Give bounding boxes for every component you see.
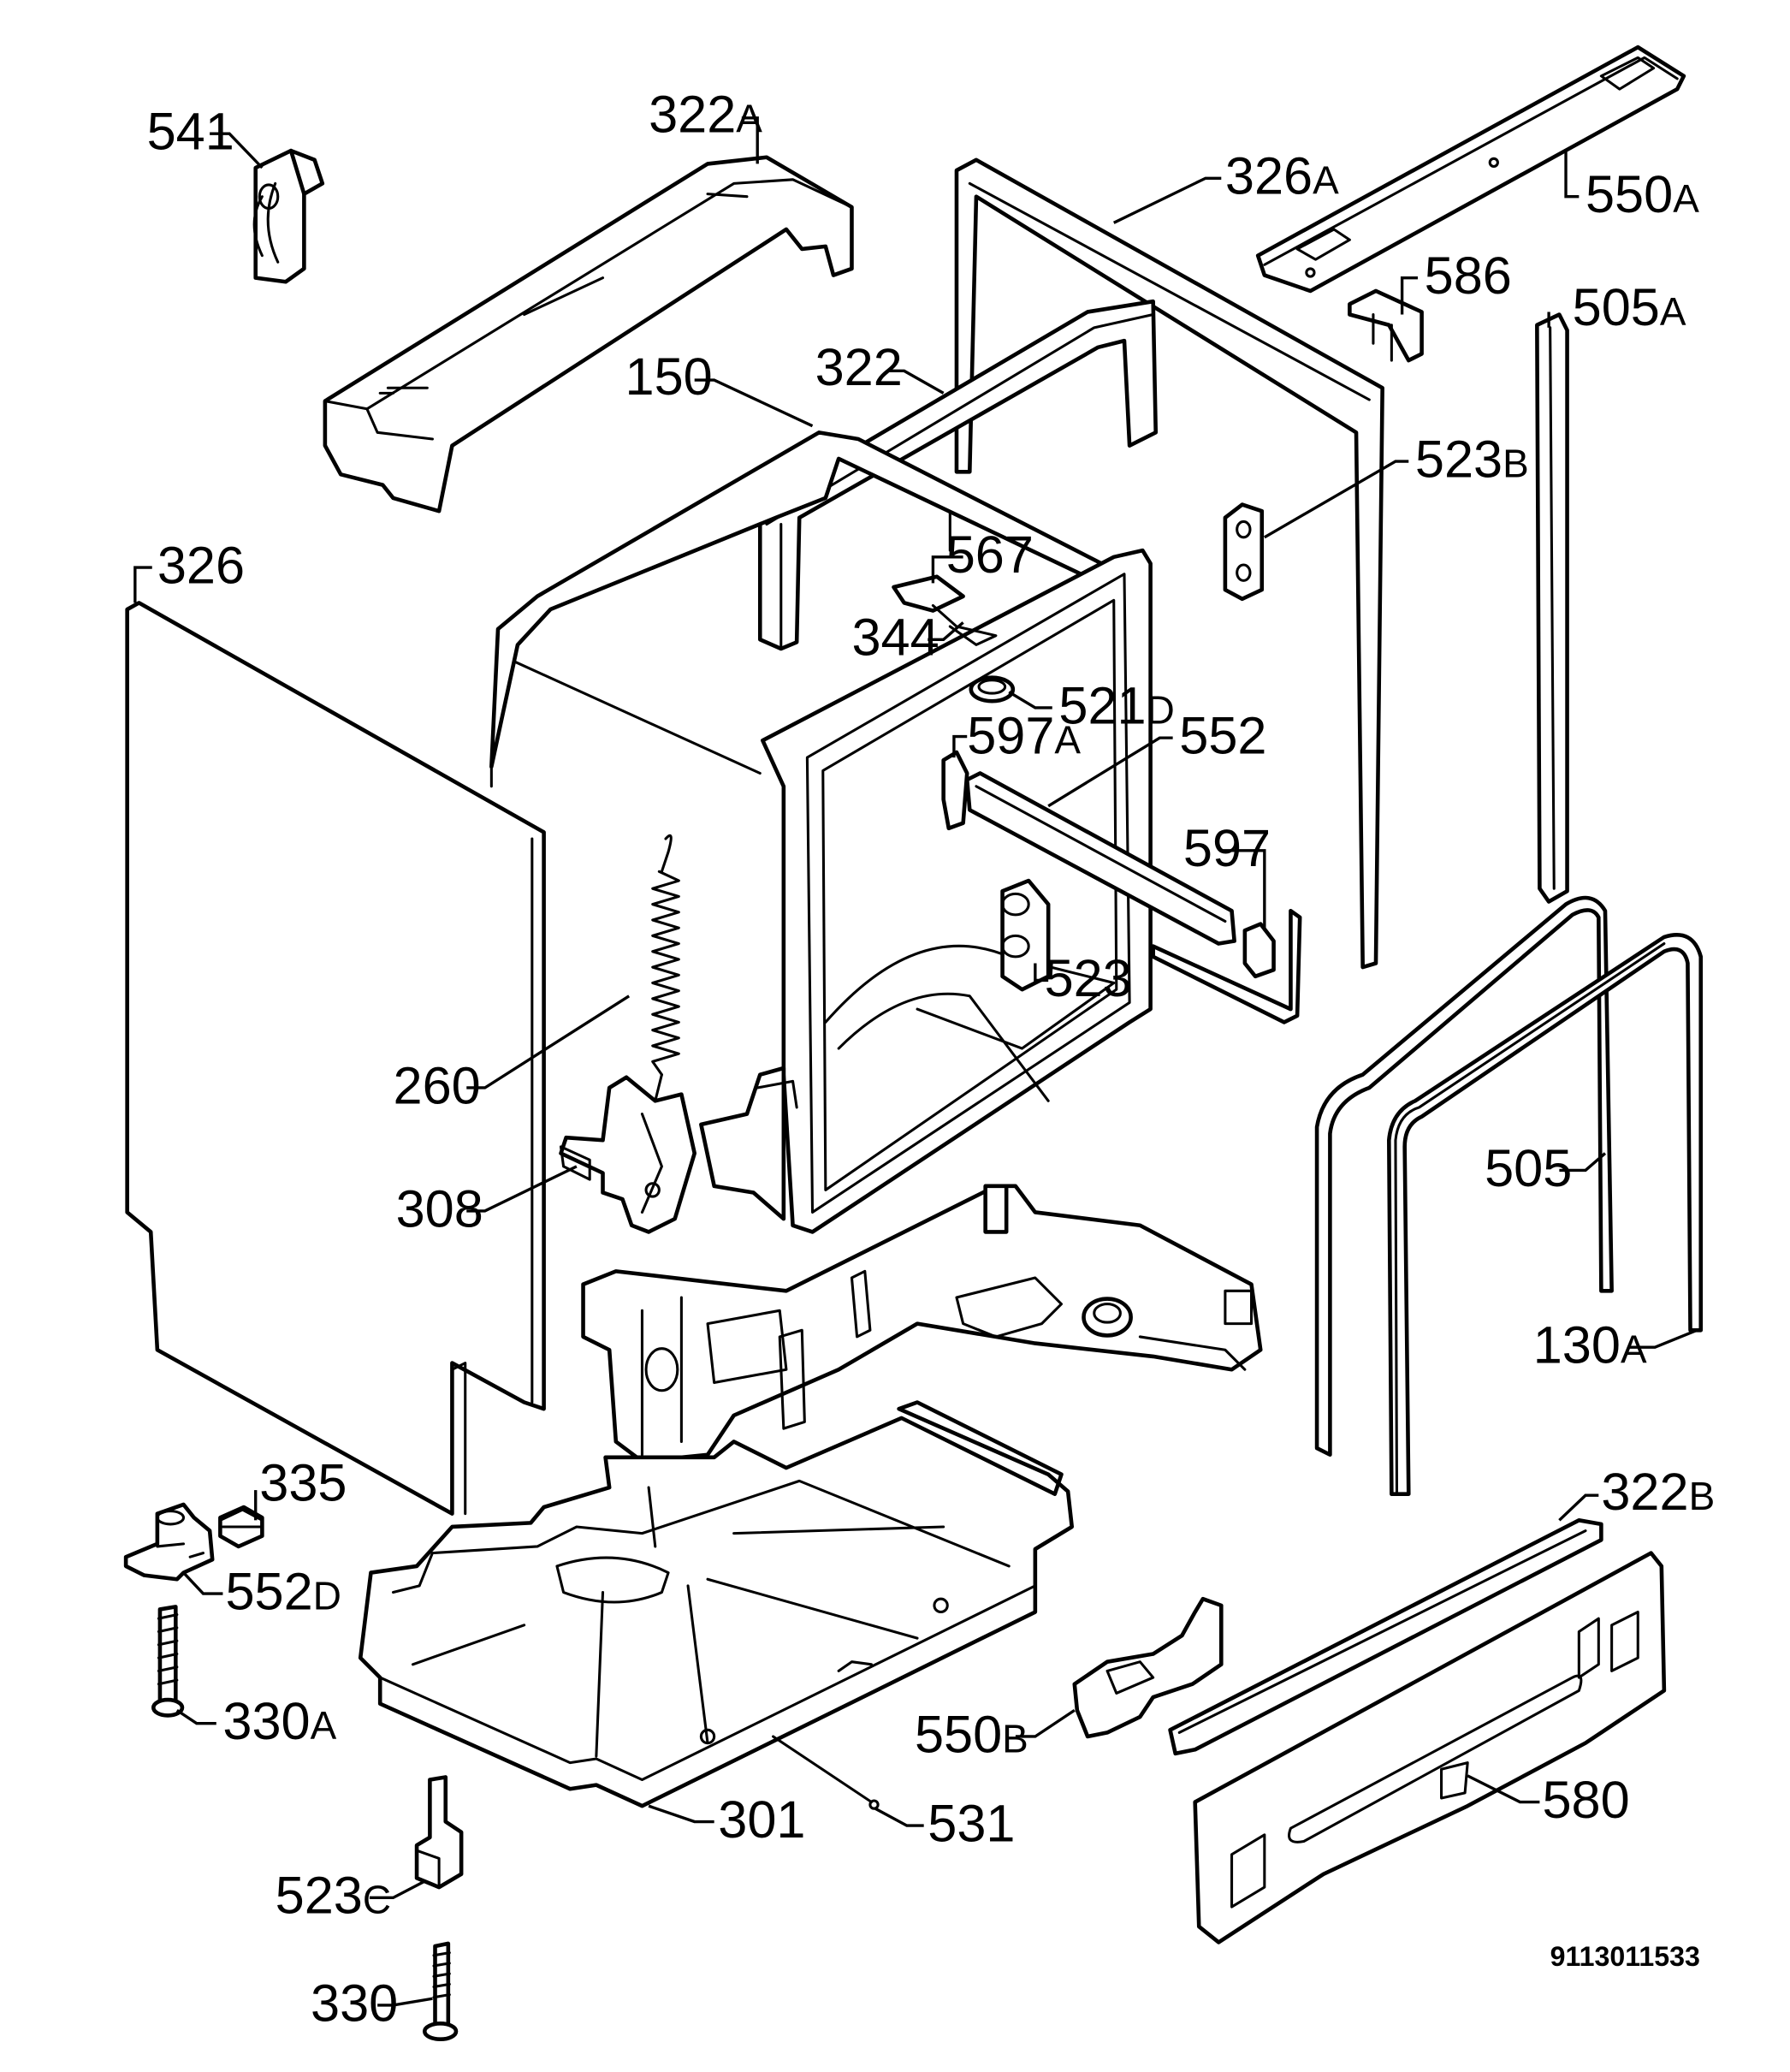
leader-lines [133, 116, 1698, 2007]
label-580: 580 [1542, 1771, 1629, 1829]
part-base-sump [581, 1184, 1263, 1463]
label-505: 505 [1485, 1139, 1572, 1197]
part-322A-upper-bracket [323, 155, 854, 514]
label-597A: 597A [967, 707, 1081, 765]
label-344: 344 [851, 609, 939, 667]
label-597: 597 [1183, 819, 1271, 877]
label-308: 308 [396, 1179, 483, 1238]
label-505A: 505A [1573, 278, 1686, 336]
part-597-clip [1242, 922, 1276, 979]
label-531: 531 [928, 1794, 1015, 1852]
label-552D: 552D [226, 1562, 341, 1620]
label-322A: 322A [649, 86, 762, 144]
part-567-clip [892, 574, 965, 613]
label-552: 552 [1179, 707, 1266, 765]
label-523C: 523C [276, 1867, 391, 1925]
part-523-grommet [1000, 878, 1051, 992]
label-330: 330 [311, 1974, 398, 2032]
part-130A-seal [1387, 933, 1704, 1496]
part-344-spring [931, 603, 998, 646]
label-567: 567 [946, 525, 1034, 584]
label-150: 150 [625, 347, 713, 406]
part-552-rail [964, 771, 1236, 946]
part-521D-plug [969, 675, 1016, 704]
label-521D: 521D [1058, 676, 1174, 734]
part-330-bolt [422, 1941, 459, 2042]
label-550B: 550B [915, 1705, 1028, 1763]
callout-labels: 541 322A 326A 550A 586 505A 150 322 523B… [147, 86, 1716, 2033]
part-335-gear [218, 1505, 264, 1549]
part-150-tub-body [489, 430, 1153, 1234]
label-335: 335 [259, 1453, 347, 1511]
label-330A: 330A [222, 1692, 336, 1750]
label-260: 260 [394, 1056, 481, 1114]
part-326-door-panel [125, 601, 546, 1516]
part-523C-post [414, 1775, 464, 1890]
label-541: 541 [147, 103, 234, 161]
label-322: 322 [815, 338, 903, 396]
label-301: 301 [718, 1790, 805, 1849]
label-322B: 322B [1601, 1463, 1715, 1521]
part-505A-vertical-seal [1535, 312, 1569, 904]
part-597A-clip [941, 750, 969, 831]
part-326A-side-panel [948, 157, 1384, 1024]
label-523B: 523B [1415, 430, 1529, 488]
part-580-plinth-plate [1193, 1551, 1667, 1944]
part-330A-screw [151, 1605, 185, 1718]
part-301-base-tray [358, 1400, 1075, 1808]
label-550A: 550A [1586, 165, 1699, 223]
part-586-bracket [1348, 288, 1424, 363]
part-541-clip [252, 148, 325, 284]
part-523B-grommet [1223, 502, 1265, 602]
label-586: 586 [1425, 246, 1512, 305]
part-552D-motor [123, 1502, 215, 1582]
part-322B-bottom-rail [1168, 1518, 1603, 1756]
part-505-door-seal [1314, 895, 1614, 1458]
part-550A-top-strip [1255, 45, 1686, 294]
part-308-hinge [559, 1075, 697, 1234]
part-531-rod [772, 1735, 880, 1810]
label-326A: 326A [1225, 147, 1339, 205]
label-523: 523 [1045, 949, 1132, 1007]
drawing-reference-number: 9113011533 [1550, 1941, 1700, 1972]
label-130A: 130A [1533, 1316, 1647, 1374]
part-550B-cover [1072, 1596, 1224, 1739]
label-326: 326 [157, 536, 245, 594]
